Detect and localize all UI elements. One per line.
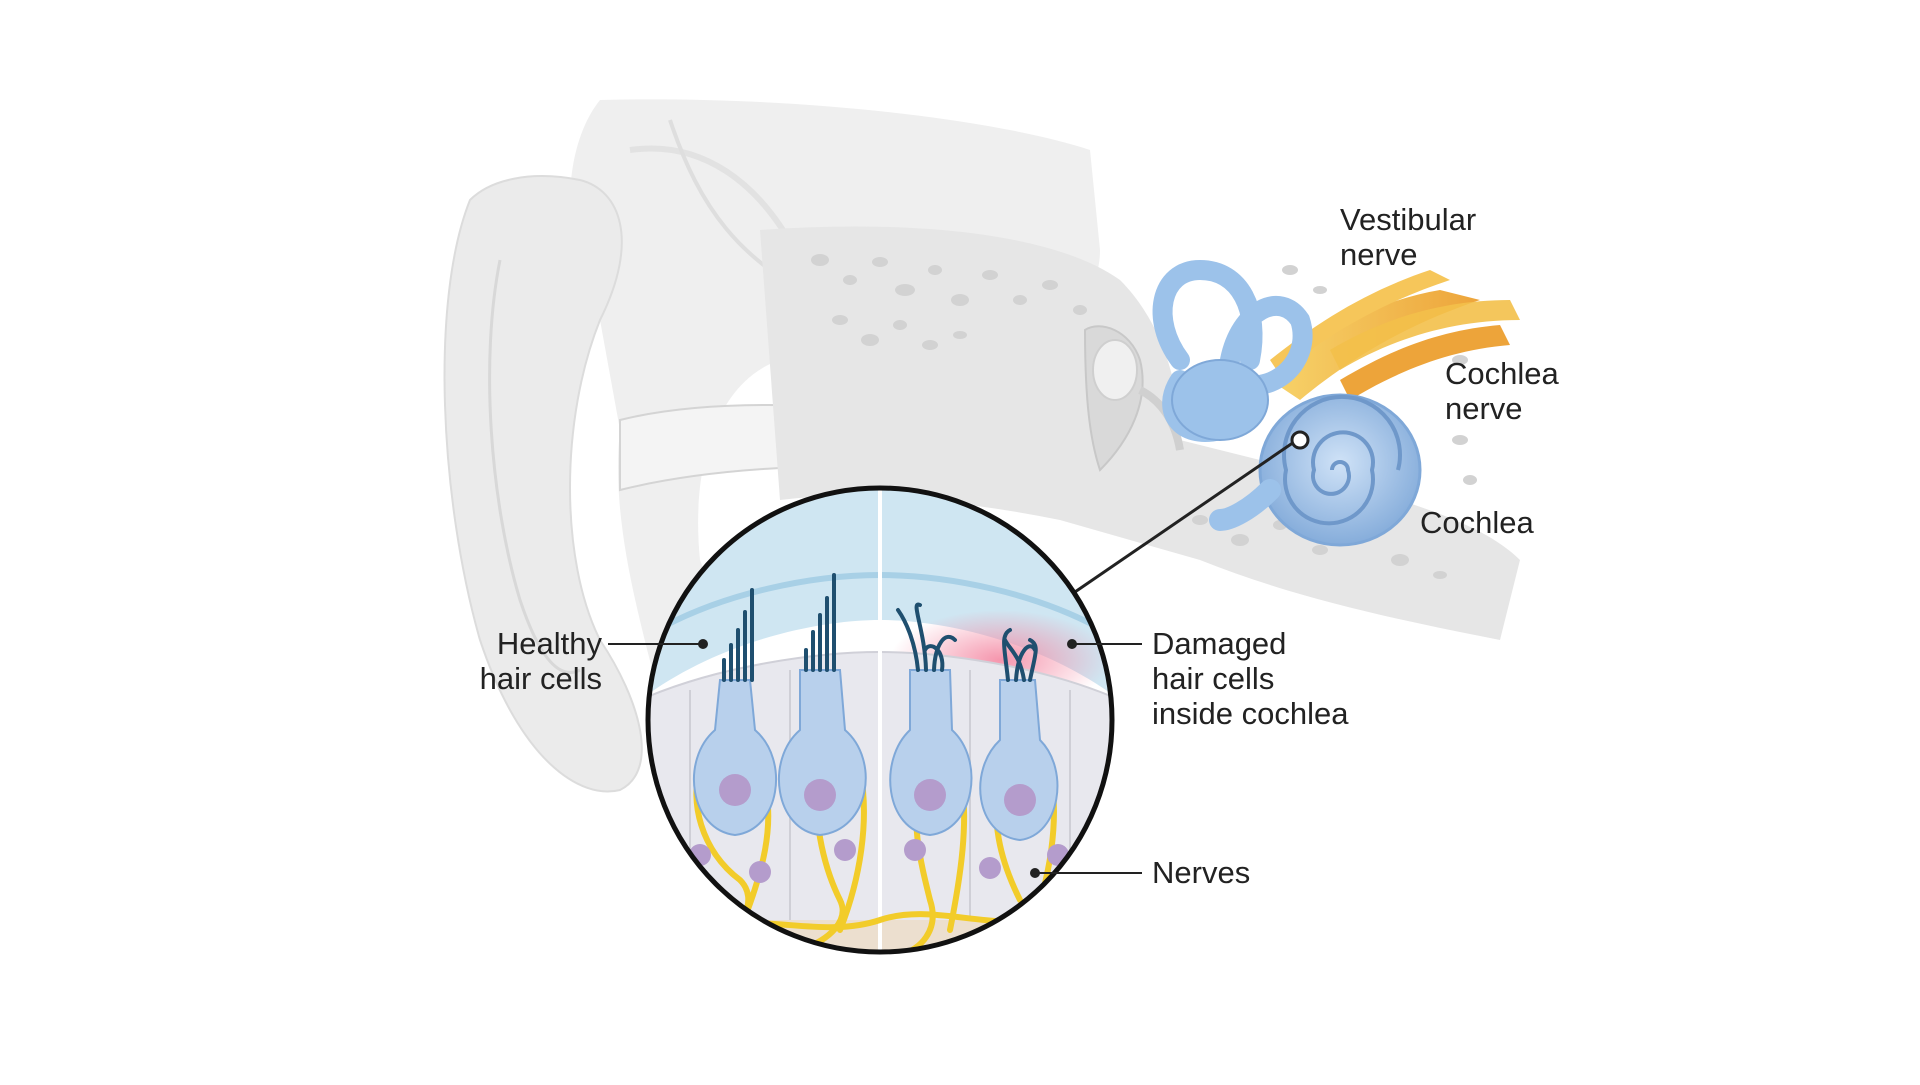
damaged-hair-cells-label-line-1: Damaged bbox=[1152, 626, 1287, 661]
leader-lines bbox=[608, 639, 1142, 878]
nerves-label: Nerves bbox=[1152, 855, 1250, 890]
cochlea-nerve-label: Cochlea nerve bbox=[1445, 356, 1559, 426]
vestibular-nerve-label-line-1: Vestibular bbox=[1340, 202, 1477, 237]
zoom-marker bbox=[1290, 430, 1310, 450]
damaged-hair-cells-label-line-3: inside cochlea bbox=[1152, 696, 1349, 731]
damaged-hair-cells-label-line-2: hair cells bbox=[1152, 661, 1275, 696]
cochlea-label: Cochlea bbox=[1420, 505, 1534, 540]
damaged-hair-cells-label: Damaged hair cells inside cochlea bbox=[1152, 626, 1348, 731]
zoom-connector-line bbox=[1071, 438, 1298, 596]
healthy-hair-cells-label: Healthy hair cells bbox=[470, 626, 602, 696]
nerves-label-text: Nerves bbox=[1152, 855, 1251, 890]
vestibular-nerve-label-line-2: nerve bbox=[1340, 237, 1418, 272]
magnified-inset bbox=[645, 485, 1115, 955]
healthy-hair-cells-label-line-2: hair cells bbox=[479, 661, 602, 696]
cochlea-label-text: Cochlea bbox=[1420, 505, 1534, 540]
cochlea-nerve-label-line-2: nerve bbox=[1445, 391, 1523, 426]
vestibular-and-cochlea-nerves bbox=[1270, 270, 1520, 400]
vestibule bbox=[1171, 359, 1269, 441]
healthy-hair-cells-label-line-1: Healthy bbox=[496, 626, 602, 661]
cochlea-nerve-label-line-1: Cochlea bbox=[1445, 356, 1559, 391]
vestibular-nerve-label: Vestibular nerve bbox=[1340, 202, 1476, 272]
